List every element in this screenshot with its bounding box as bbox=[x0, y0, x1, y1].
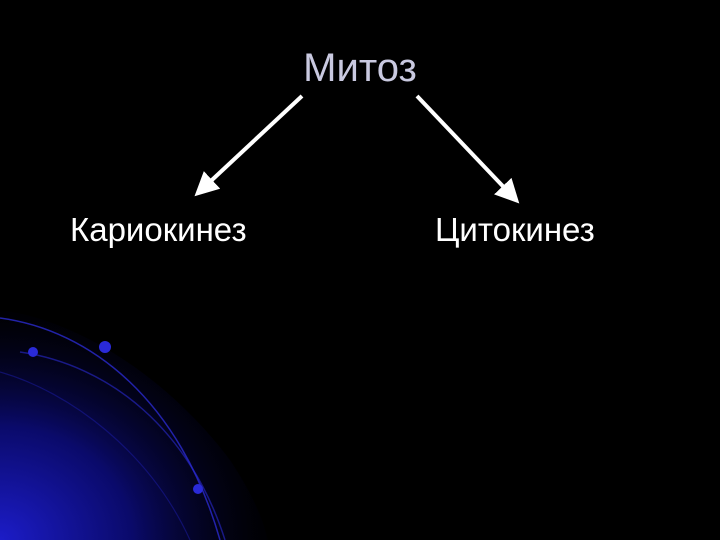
arrow-to-left-node bbox=[194, 94, 304, 197]
decor-dot bbox=[193, 484, 203, 494]
decor-dot bbox=[99, 341, 111, 353]
arrow-to-right-node bbox=[415, 94, 520, 204]
child-node-cytokinesis: Цитокинез bbox=[435, 211, 595, 248]
root-node-label: Митоз bbox=[303, 46, 417, 90]
decor-dot bbox=[28, 347, 38, 357]
child-node-karyokinesis: Кариокинез bbox=[70, 211, 247, 248]
